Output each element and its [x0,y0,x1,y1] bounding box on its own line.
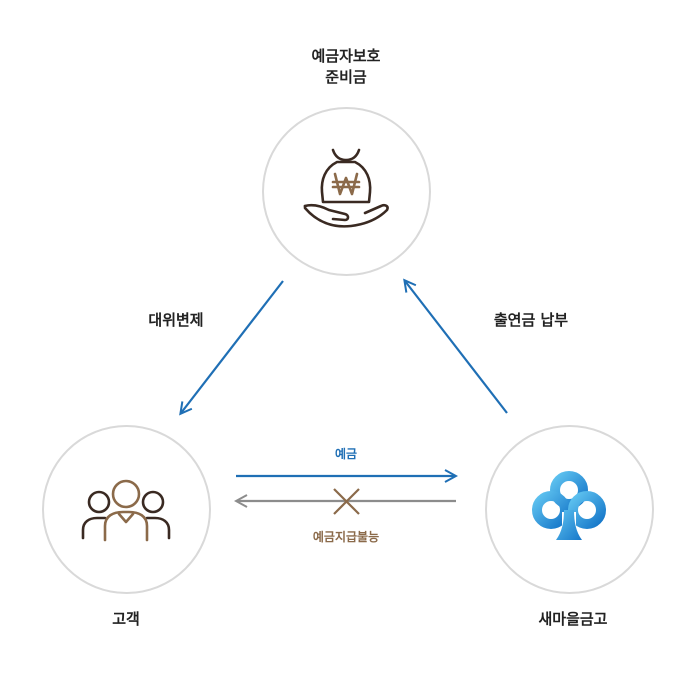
reserve-title: 예금자보호 준비금 [246,46,446,88]
reserve-node [262,107,431,276]
cloud-clover-logo-icon [532,471,606,540]
customer-title: 고객 [112,610,140,628]
bank-node [485,425,654,594]
customer-node [42,425,211,594]
reserve-title-line2: 준비금 [325,68,367,86]
contribution-payment-label: 출연금 납부 [493,311,569,329]
money-bag-in-hand-icon [303,148,389,228]
bank-title: 새마을금고 [538,610,608,628]
substitute-payment-label: 대위변제 [148,311,204,329]
deposit-label: 예금 [334,447,358,461]
reserve-title-line1: 예금자보호 [311,47,381,65]
people-group-icon [81,479,171,542]
withdrawal-failure-label: 예금지급불능 [312,530,380,544]
contribution-arrow [405,281,508,414]
substitute-payment-arrow [181,280,284,413]
cross-mark-icon [333,488,360,515]
